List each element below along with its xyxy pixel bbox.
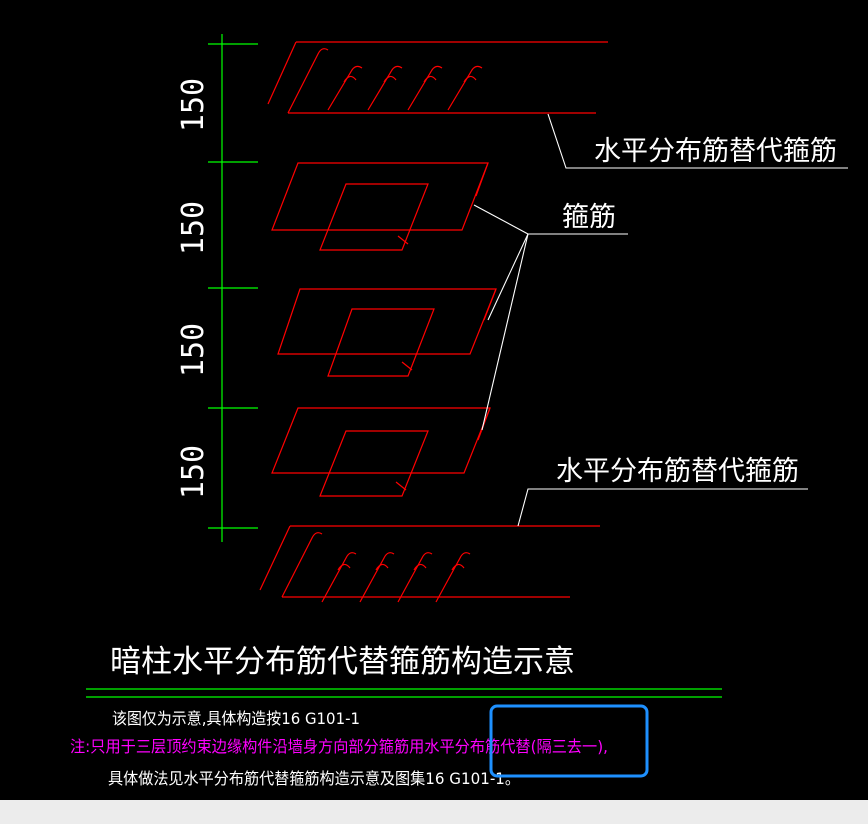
note-line-2: 注:只用于三层顶约束边缘构件沿墙身方向部分箍筋用水平分布筋代替(隔三去一), [70, 737, 608, 756]
label-horizontal-bar-bottom: 水平分布筋替代箍筋 [556, 456, 799, 487]
leader-stirrup-1 [473, 204, 529, 235]
stirrup-1 [271, 162, 489, 251]
rebar-detail-diagram: 150 150 150 150 [70, 34, 848, 788]
drawing-title: 暗柱水平分布筋代替箍筋构造示意 [110, 644, 575, 680]
footer-bar [0, 800, 868, 824]
dimension-label-2: 150 [176, 201, 211, 255]
stirrup-2 [277, 288, 497, 377]
leader-stirrup-3 [481, 233, 529, 431]
dimension-label-1: 150 [176, 78, 211, 132]
highlight-box [489, 704, 649, 778]
cad-drawing-canvas: 150 150 150 150 [0, 0, 868, 800]
leader-horizontal-top [547, 113, 848, 169]
leader-stirrup-2 [487, 233, 529, 321]
note-line-3: 具体做法见水平分布筋代替箍筋构造示意及图集16 G101-1。 [108, 769, 520, 788]
label-stirrup: 箍筋 [562, 202, 616, 233]
note-line-1: 该图仅为示意,具体构造按16 G101-1 [112, 709, 360, 728]
stirrup-3 [271, 407, 491, 497]
dimension-label-4: 150 [176, 445, 211, 499]
dimension-labels: 150 150 150 150 [176, 78, 211, 499]
horizontal-bar-bottom [259, 525, 600, 603]
leader-lines [473, 113, 848, 527]
label-horizontal-bar-top: 水平分布筋替代箍筋 [594, 136, 837, 167]
dimension-label-3: 150 [176, 323, 211, 377]
horizontal-bar-top [267, 41, 608, 114]
dimension-chain [208, 34, 258, 542]
leader-horizontal-bottom [517, 488, 808, 527]
